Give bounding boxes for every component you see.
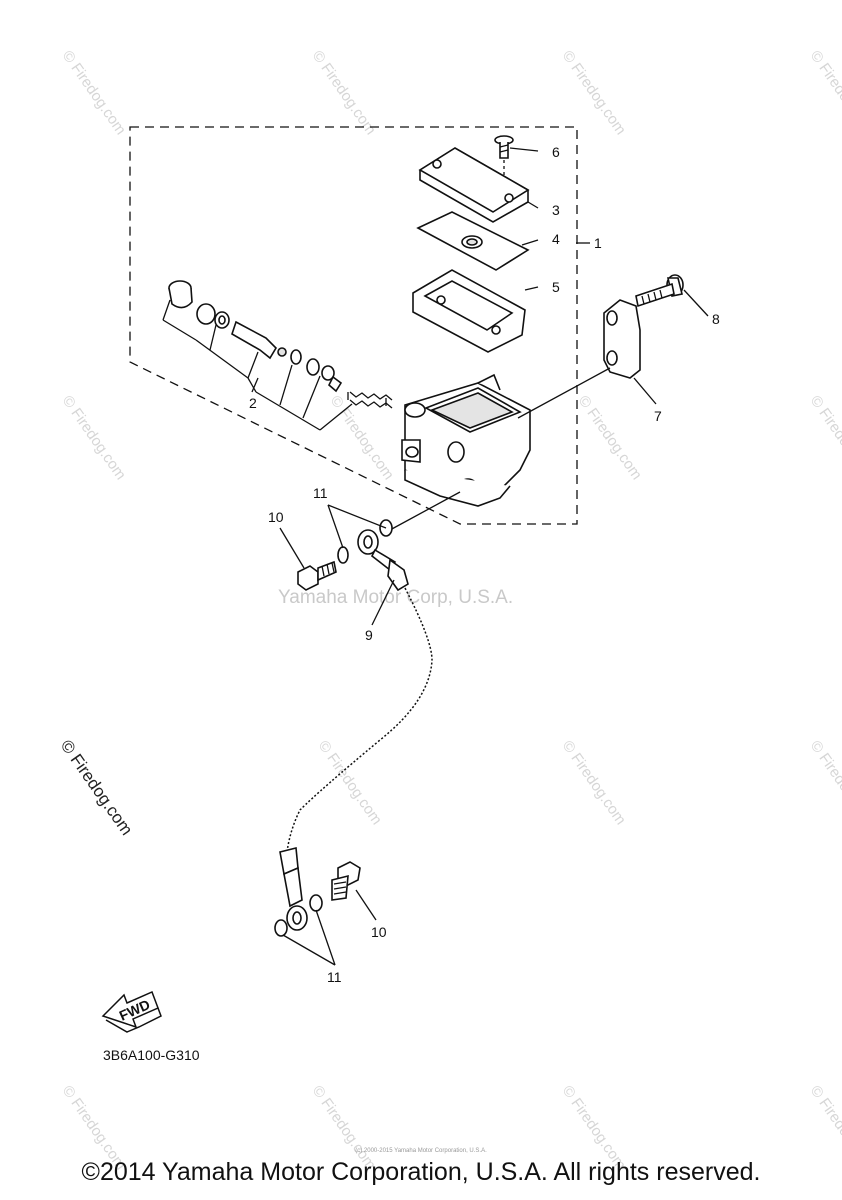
- callout-3: 3: [552, 202, 560, 218]
- watermark: © Firedog.com: [807, 738, 842, 829]
- callout-10-top: 10: [268, 509, 284, 525]
- watermark: © Firedog.com: [59, 393, 129, 484]
- reservoir-cap-part: [418, 147, 530, 223]
- watermark: © Firedog.com: [327, 393, 397, 484]
- copyright-notice: ©2014 Yamaha Motor Corporation, U.S.A. A…: [81, 1158, 761, 1186]
- diaphragm-plate-part: [416, 211, 530, 271]
- fwd-arrow-icon: FWD: [101, 990, 162, 1033]
- lower-banjo-fitting-part: [279, 846, 308, 931]
- callout-5: 5: [552, 279, 560, 295]
- brake-hose-part: [286, 587, 433, 853]
- watermark: © Firedog.com: [807, 48, 842, 139]
- watermark: © Firedog.com: [807, 393, 842, 484]
- leader-line: [517, 367, 611, 419]
- callout-8: 8: [712, 311, 720, 327]
- lower-banjo-bolt-part: [331, 861, 361, 901]
- callout-leaders: [251, 147, 709, 966]
- callout-2: 2: [249, 395, 257, 411]
- piston-kit-part: [162, 280, 393, 431]
- master-cylinder-body-part: [401, 373, 531, 507]
- diaphragm-part: [412, 269, 526, 353]
- callout-6: 6: [552, 144, 560, 160]
- watermark: © Firedog.com: [315, 738, 385, 829]
- center-watermark: Yamaha Motor Corp, U.S.A.: [278, 587, 513, 608]
- callout-1: 1: [594, 235, 602, 251]
- callout-7: 7: [654, 408, 662, 424]
- small-print: (c) 2000-2015 Yamaha Motor Corporation, …: [355, 1148, 487, 1154]
- leader-line: [389, 491, 461, 531]
- clamp-part: [603, 299, 641, 379]
- callout-9: 9: [365, 627, 373, 643]
- washer-part: [337, 546, 349, 564]
- washer-part: [274, 919, 288, 937]
- callout-11-bottom: 11: [327, 969, 342, 985]
- screw-part: [494, 135, 514, 185]
- watermark: © Firedog.com: [575, 393, 645, 484]
- watermark: © Firedog.com: [559, 738, 629, 829]
- assembly-boundary: [129, 126, 578, 525]
- watermark: © Firedog.com: [59, 48, 129, 139]
- watermark-dark: © Firedog.com: [57, 736, 137, 838]
- callout-10-bottom: 10: [371, 924, 387, 940]
- watermark: © Firedog.com: [559, 48, 629, 139]
- banjo-fitting-part: [357, 529, 409, 592]
- callout-11-top: 11: [313, 485, 328, 501]
- banjo-bolt-part: [297, 560, 337, 591]
- clamp-bolt-part: [635, 274, 684, 308]
- callout-4: 4: [552, 231, 560, 247]
- watermark: © Firedog.com: [309, 48, 379, 139]
- diagram-code: 3B6A100-G310: [103, 1047, 200, 1063]
- washer-part: [309, 894, 323, 912]
